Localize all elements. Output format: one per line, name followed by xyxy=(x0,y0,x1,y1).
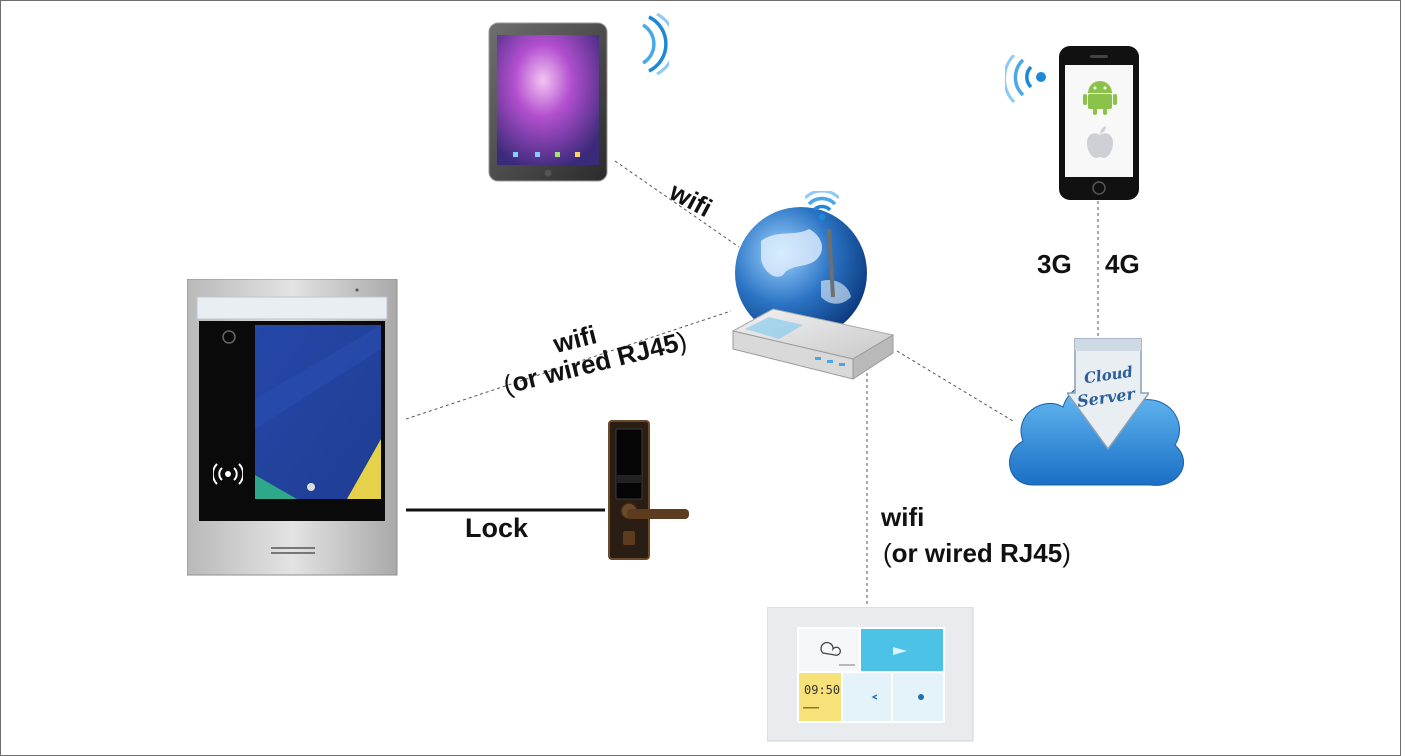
door-lock xyxy=(608,420,689,560)
monitor-link-label-text: or wired RJ45 xyxy=(891,538,1063,568)
router-cloud-link xyxy=(896,350,1014,422)
door-station xyxy=(187,279,398,576)
monitor-link-label-line2: (or wired RJ45) xyxy=(883,538,1071,568)
indoor-monitor xyxy=(767,607,974,742)
wifi-icon xyxy=(805,191,839,221)
apple-icon xyxy=(1087,126,1113,158)
download-arrow-icon xyxy=(1067,338,1149,451)
wifi-waves-icon xyxy=(642,13,669,75)
nfc-icon xyxy=(213,463,243,485)
wifi-router xyxy=(731,207,895,380)
network-3g-label: 3G xyxy=(1037,249,1072,279)
android-icon xyxy=(1083,81,1117,115)
monitor-link-label-line1: wifi xyxy=(881,502,925,532)
tablet-device xyxy=(488,22,608,182)
network-4g-label: 4G xyxy=(1105,249,1140,279)
monitor-time: 09:50 xyxy=(804,683,841,697)
tablet-router-link xyxy=(614,160,740,248)
wifi-waves-icon xyxy=(1005,55,1046,103)
lock-link-label: Lock xyxy=(465,513,529,543)
smartphone-device xyxy=(1059,46,1139,200)
